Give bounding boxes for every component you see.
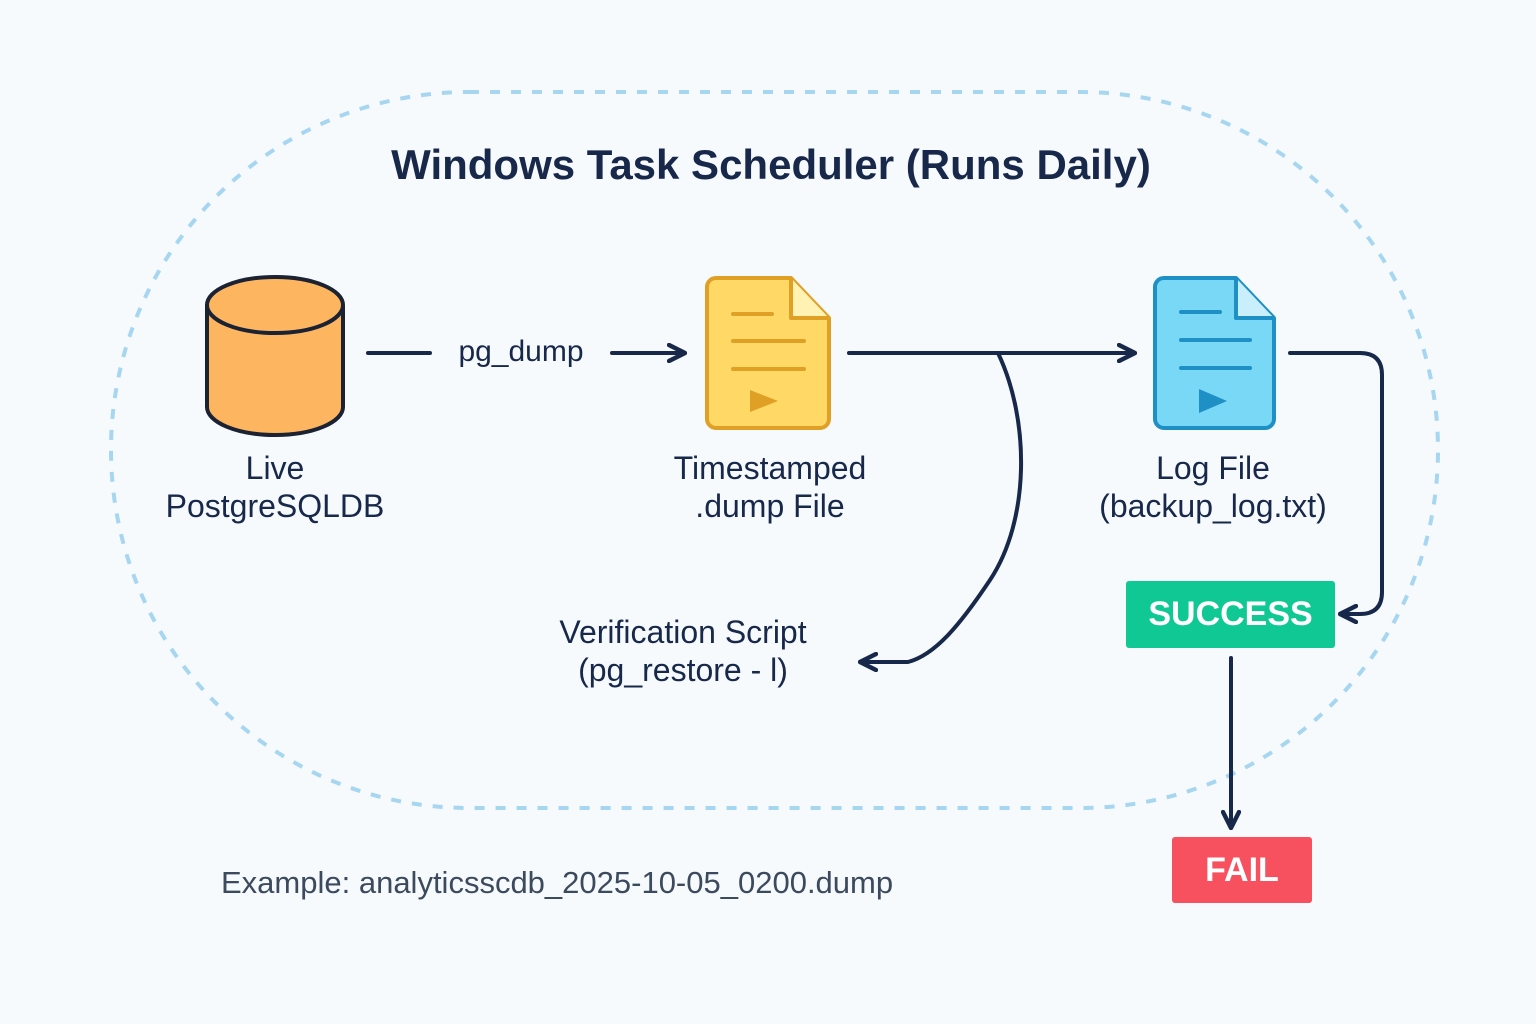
log-file-label-line1: Log File	[1156, 450, 1270, 486]
log-file-label: Log File (backup_log.txt)	[1068, 449, 1358, 526]
diagram-title: Windows Task Scheduler (Runs Daily)	[391, 141, 1151, 188]
dump-file-label-line2: .dump File	[695, 488, 845, 525]
verification-label-line2: (pg_restore - l)	[578, 652, 788, 689]
database-icon	[205, 275, 345, 437]
edge-verification-arrow	[862, 351, 1023, 662]
success-badge: SUCCESS	[1126, 581, 1335, 648]
scheduler-boundary	[109, 90, 1440, 810]
edge-log-to-success-arrow	[1288, 351, 1384, 614]
verification-label-line1: Verification Script	[559, 614, 807, 650]
document-icon	[705, 276, 831, 430]
example-filename: Example: analyticsscdb_2025-10-05_0200.d…	[221, 865, 894, 900]
fail-badge: FAIL	[1172, 837, 1312, 903]
pg-dump-label: pg_dump	[458, 335, 584, 368]
document-icon	[1153, 276, 1276, 430]
dump-file-label: Timestamped .dump File	[630, 449, 910, 526]
database-label: Live PostgreSQLDB	[145, 449, 405, 526]
verification-script-label: Verification Script (pg_restore - l)	[523, 613, 843, 690]
database-label-line2: PostgreSQLDB	[165, 488, 385, 525]
dump-file-label-line1: Timestamped	[673, 450, 867, 486]
database-label-line1: Live	[245, 450, 305, 486]
log-file-label-line2: (backup_log.txt)	[1099, 488, 1327, 525]
